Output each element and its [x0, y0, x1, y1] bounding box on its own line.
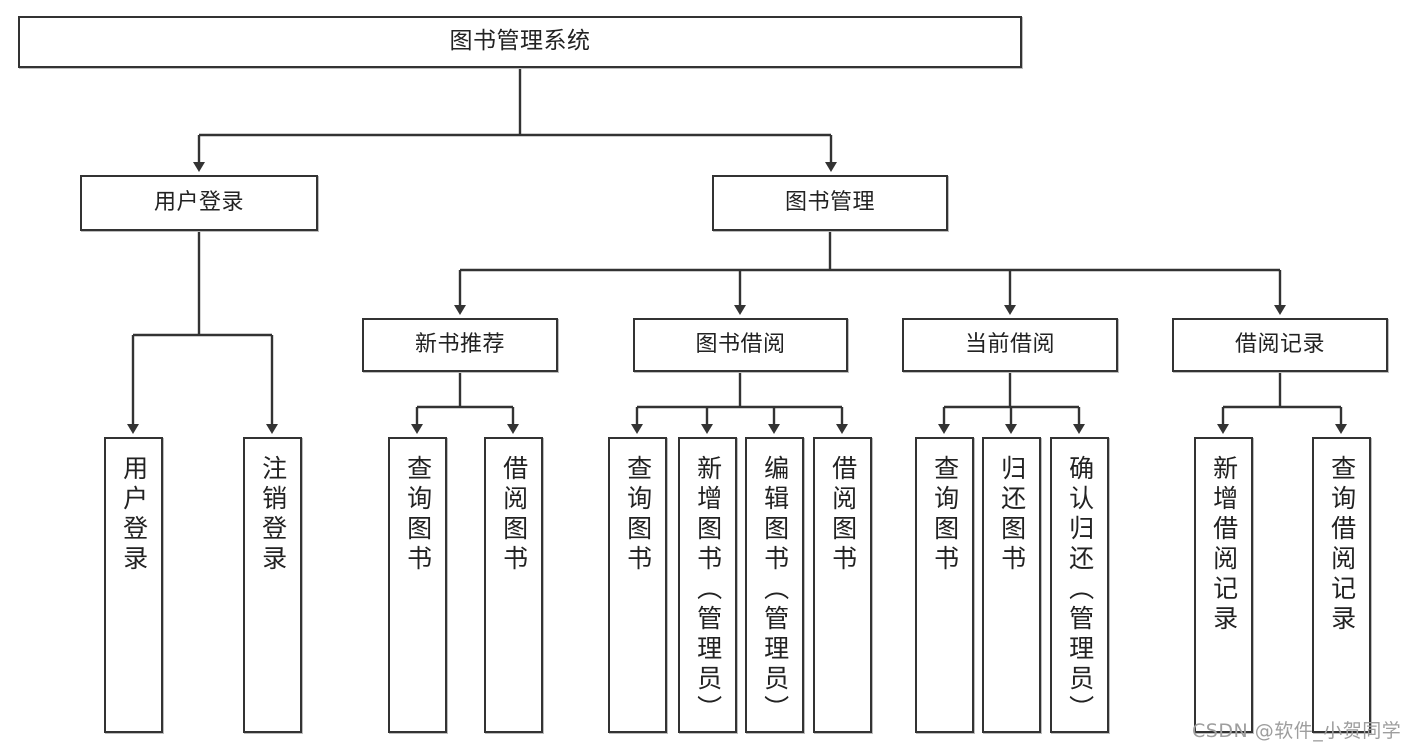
node-root[interactable]: 图书管理系统 — [18, 16, 1022, 68]
node-borrow-records[interactable]: 借阅记录 — [1172, 318, 1388, 372]
node-label: 图书管理系统 — [449, 28, 591, 55]
leaf-add-book-admin[interactable]: 新增图书（管理员） — [678, 437, 737, 733]
node-label: 确认归还（管理员） — [1065, 455, 1095, 725]
leaf-borrow-book-borrow[interactable]: 借阅图书 — [813, 437, 872, 733]
csdn-watermark: CSDN @软件_小贺同学 — [1192, 720, 1402, 742]
leaf-query-book-newbook[interactable]: 查询图书 — [388, 437, 447, 733]
node-label: 当前借阅 — [964, 332, 1055, 358]
node-user-login[interactable]: 用户登录 — [80, 175, 318, 231]
leaf-add-borrow-record[interactable]: 新增借阅记录 — [1194, 437, 1253, 733]
node-label: 查询图书 — [403, 455, 433, 575]
leaf-return-book[interactable]: 归还图书 — [982, 437, 1041, 733]
node-label: 查询借阅记录 — [1327, 455, 1357, 635]
leaf-query-book-borrow[interactable]: 查询图书 — [608, 437, 667, 733]
node-label: 查询图书 — [930, 455, 960, 575]
node-book-management[interactable]: 图书管理 — [712, 175, 948, 231]
leaf-borrow-book-newbook[interactable]: 借阅图书 — [484, 437, 543, 733]
node-label: 新增图书（管理员） — [693, 455, 723, 725]
node-label: 新增借阅记录 — [1209, 455, 1239, 635]
leaf-user-logout[interactable]: 注销登录 — [243, 437, 302, 733]
node-new-book-recommend[interactable]: 新书推荐 — [362, 318, 558, 372]
leaf-user-login[interactable]: 用户登录 — [104, 437, 163, 733]
node-label: 查询图书 — [623, 455, 653, 575]
node-label: 用户登录 — [119, 455, 149, 575]
node-label: 新书推荐 — [414, 332, 505, 358]
leaf-edit-book-admin[interactable]: 编辑图书（管理员） — [745, 437, 804, 733]
leaf-query-borrow-record[interactable]: 查询借阅记录 — [1312, 437, 1371, 733]
node-current-borrow[interactable]: 当前借阅 — [902, 318, 1118, 372]
node-label: 借阅记录 — [1234, 332, 1325, 358]
node-label: 借阅图书 — [499, 455, 529, 575]
node-label: 编辑图书（管理员） — [760, 455, 790, 725]
node-label: 图书管理 — [784, 190, 875, 216]
node-label: 用户登录 — [153, 190, 244, 216]
node-label: 注销登录 — [258, 455, 288, 575]
node-label: 借阅图书 — [828, 455, 858, 575]
node-label: 归还图书 — [997, 455, 1027, 575]
leaf-confirm-return-admin[interactable]: 确认归还（管理员） — [1050, 437, 1109, 733]
node-label: 图书借阅 — [695, 332, 786, 358]
node-book-borrow[interactable]: 图书借阅 — [633, 318, 848, 372]
leaf-query-book-current[interactable]: 查询图书 — [915, 437, 974, 733]
